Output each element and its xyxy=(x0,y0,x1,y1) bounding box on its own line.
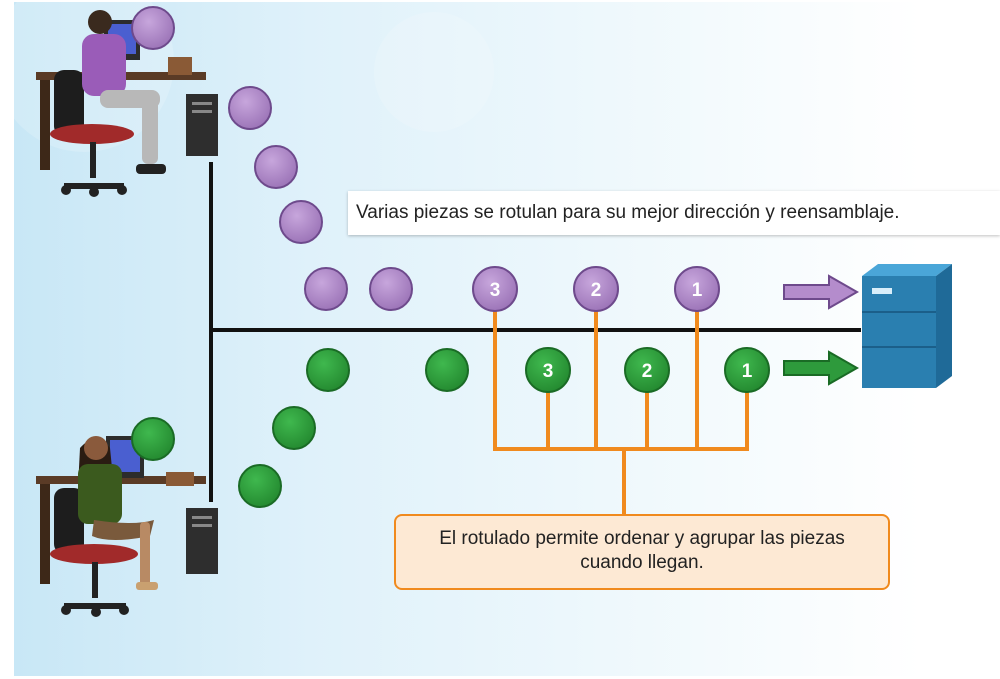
purple-packets xyxy=(131,6,413,311)
green-labeled-packets: 3 2 1 xyxy=(525,347,770,393)
purple-packet xyxy=(369,267,413,311)
woman-at-computer-icon xyxy=(36,436,218,617)
purple-packet xyxy=(304,267,348,311)
green-packet xyxy=(131,417,175,461)
purple-packet-2-label: 2 xyxy=(591,280,602,301)
green-packet-1-label: 1 xyxy=(742,361,753,382)
purple-packet xyxy=(131,6,175,50)
green-packet-2-label: 2 xyxy=(642,361,653,382)
top-callout: Varias piezas se rotulan para su mejor d… xyxy=(348,191,1000,235)
green-packet xyxy=(306,348,350,392)
purple-labeled-packets: 3 2 1 xyxy=(472,266,720,312)
purple-packet-3-label: 3 xyxy=(490,280,501,301)
green-packet-3-label: 3 xyxy=(543,361,554,382)
purple-arrow-icon xyxy=(783,274,860,310)
purple-packet-1-label: 1 xyxy=(692,280,703,301)
network-diagram: 3 2 1 3 2 1 Varias piezas se rotulan par… xyxy=(14,2,1000,676)
network-cables xyxy=(209,162,861,502)
purple-packet xyxy=(228,86,272,130)
man-at-computer-icon xyxy=(36,10,218,197)
green-packets xyxy=(131,348,469,508)
bottom-callout: El rotulado permite ordenar y agrupar la… xyxy=(394,514,890,590)
green-packet xyxy=(272,406,316,450)
server-icon xyxy=(862,264,952,388)
purple-packet xyxy=(279,200,323,244)
diagram-canvas: 3 2 1 3 2 1 xyxy=(14,2,952,617)
green-packet-1 xyxy=(724,347,770,393)
purple-packet xyxy=(254,145,298,189)
green-arrow-icon xyxy=(783,350,860,386)
green-packet-2 xyxy=(624,347,670,393)
green-packet-3 xyxy=(525,347,571,393)
purple-packet-2 xyxy=(573,266,619,312)
labeling-bracket xyxy=(493,306,749,516)
purple-packet-1 xyxy=(674,266,720,312)
green-packet xyxy=(238,464,282,508)
green-packet xyxy=(425,348,469,392)
purple-packet-3 xyxy=(472,266,518,312)
